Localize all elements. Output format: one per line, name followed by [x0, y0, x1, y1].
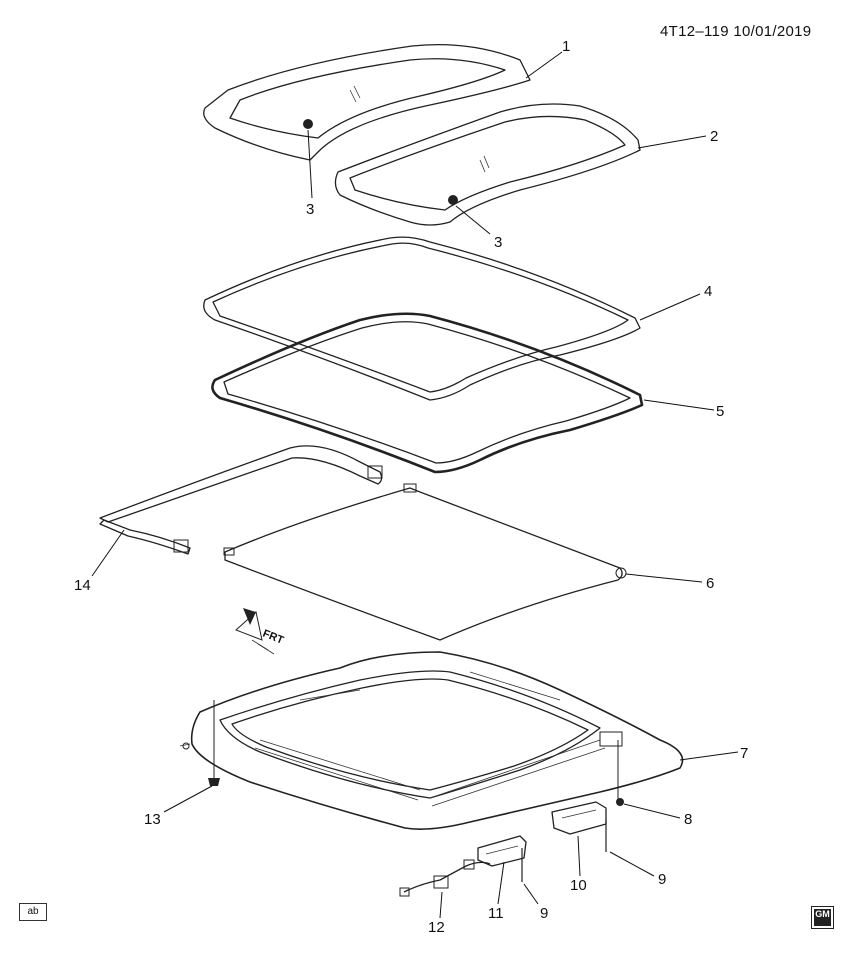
callout-13: 13	[144, 811, 161, 828]
callout-14: 14	[74, 577, 91, 594]
sunroof-frame	[179, 651, 684, 830]
callout-4: 4	[704, 283, 712, 300]
callout-6: 6	[706, 575, 714, 592]
guide-rail	[99, 445, 383, 555]
callout-5: 5	[716, 403, 724, 420]
callout-2: 2	[710, 128, 718, 145]
callout-9b: 9	[658, 871, 666, 888]
wire-harness	[399, 859, 491, 897]
callout-8: 8	[684, 811, 692, 828]
view-code-box: ab	[19, 903, 47, 921]
callout-10: 10	[570, 877, 587, 894]
document-id: 4T12–119 10/01/2019	[660, 23, 812, 40]
fastener-3b	[448, 195, 458, 205]
leader-lines	[91, 51, 739, 919]
callout-3a: 3	[306, 201, 314, 218]
callout-11: 11	[488, 905, 504, 922]
frt-label: FRT	[261, 628, 286, 647]
sunshade	[223, 483, 627, 641]
callout-9a: 9	[540, 905, 548, 922]
inner-seal	[211, 312, 644, 474]
fastener-3a	[303, 119, 313, 129]
rear-glass-panel	[334, 103, 641, 226]
front-direction-marker: FRT	[235, 608, 286, 655]
outer-seal	[203, 236, 641, 401]
callout-labels: 1 2 3 3 4 5 6 7 8 9 9 10 11 12 13 14	[74, 38, 748, 936]
front-glass-panel	[203, 44, 531, 161]
callout-3b: 3	[494, 234, 502, 251]
sunroof-motor-rear	[551, 801, 607, 835]
bolt-13	[208, 778, 220, 786]
sunroof-motor-front	[477, 835, 527, 867]
callout-12: 12	[428, 919, 445, 936]
callout-1: 1	[562, 38, 570, 55]
gm-logo-text: GM	[814, 909, 831, 926]
bolt-8	[616, 798, 624, 806]
gm-logo: GM	[811, 906, 834, 929]
callout-7: 7	[740, 745, 748, 762]
